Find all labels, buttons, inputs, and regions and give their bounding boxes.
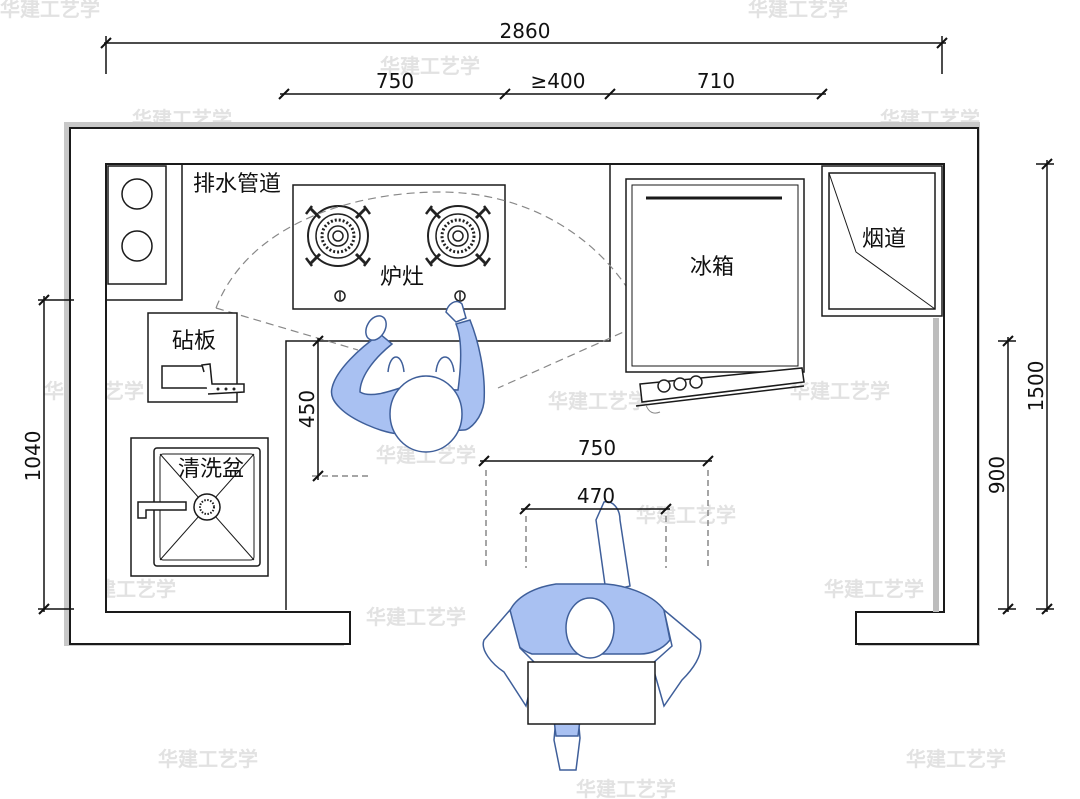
- watermark: 华建工艺学: [548, 389, 648, 413]
- watermark: 华建工艺学: [636, 503, 736, 527]
- flue: [821, 165, 943, 317]
- dim-shoulder-width: 470: [577, 484, 615, 508]
- dim-gap-min: ≥400: [531, 69, 586, 93]
- dim-right-wall-short: 900: [985, 456, 1009, 494]
- dimension-lines: [38, 36, 1054, 612]
- watermark: 华建工艺学: [380, 54, 480, 78]
- watermark: 华建工艺学: [824, 577, 924, 601]
- drain-pipe-label: 排水管道: [193, 172, 281, 197]
- walls: [64, 122, 980, 646]
- dim-left-wall: 1040: [21, 431, 45, 482]
- countertop: [106, 164, 611, 610]
- watermark: 华建工艺学: [158, 747, 258, 771]
- reach-arc: [215, 191, 647, 389]
- watermark: 华建工艺学: [906, 747, 1006, 771]
- watermark: 华建工艺学: [366, 605, 466, 629]
- fridge: [625, 178, 805, 414]
- person-standing: [482, 500, 702, 771]
- watermark: 华建工艺学: [790, 379, 890, 403]
- dim-stove-width: 750: [376, 69, 414, 93]
- flue-label: 烟道: [862, 227, 906, 252]
- drain-pipe: [107, 165, 167, 285]
- stove: [292, 184, 506, 310]
- cutting-board: [147, 312, 245, 403]
- sink-label: 清洗盆: [178, 457, 244, 482]
- dim-counter-depth: 450: [295, 390, 319, 428]
- sink: [130, 437, 269, 577]
- dim-fridge-width: 710: [697, 69, 735, 93]
- watermark: 华建工艺学: [576, 777, 676, 799]
- dim-total-width: 2860: [500, 19, 551, 43]
- person-cooking: [330, 300, 486, 453]
- watermark: 华建工艺学: [748, 0, 848, 21]
- stove-label: 炉灶: [380, 265, 424, 290]
- dim-right-wall-long: 1500: [1024, 361, 1048, 412]
- fridge-label: 冰箱: [690, 255, 734, 280]
- dim-aisle-width: 750: [578, 436, 616, 460]
- cutting-board-label: 砧板: [172, 329, 216, 354]
- watermark: 华建工艺学: [0, 0, 100, 21]
